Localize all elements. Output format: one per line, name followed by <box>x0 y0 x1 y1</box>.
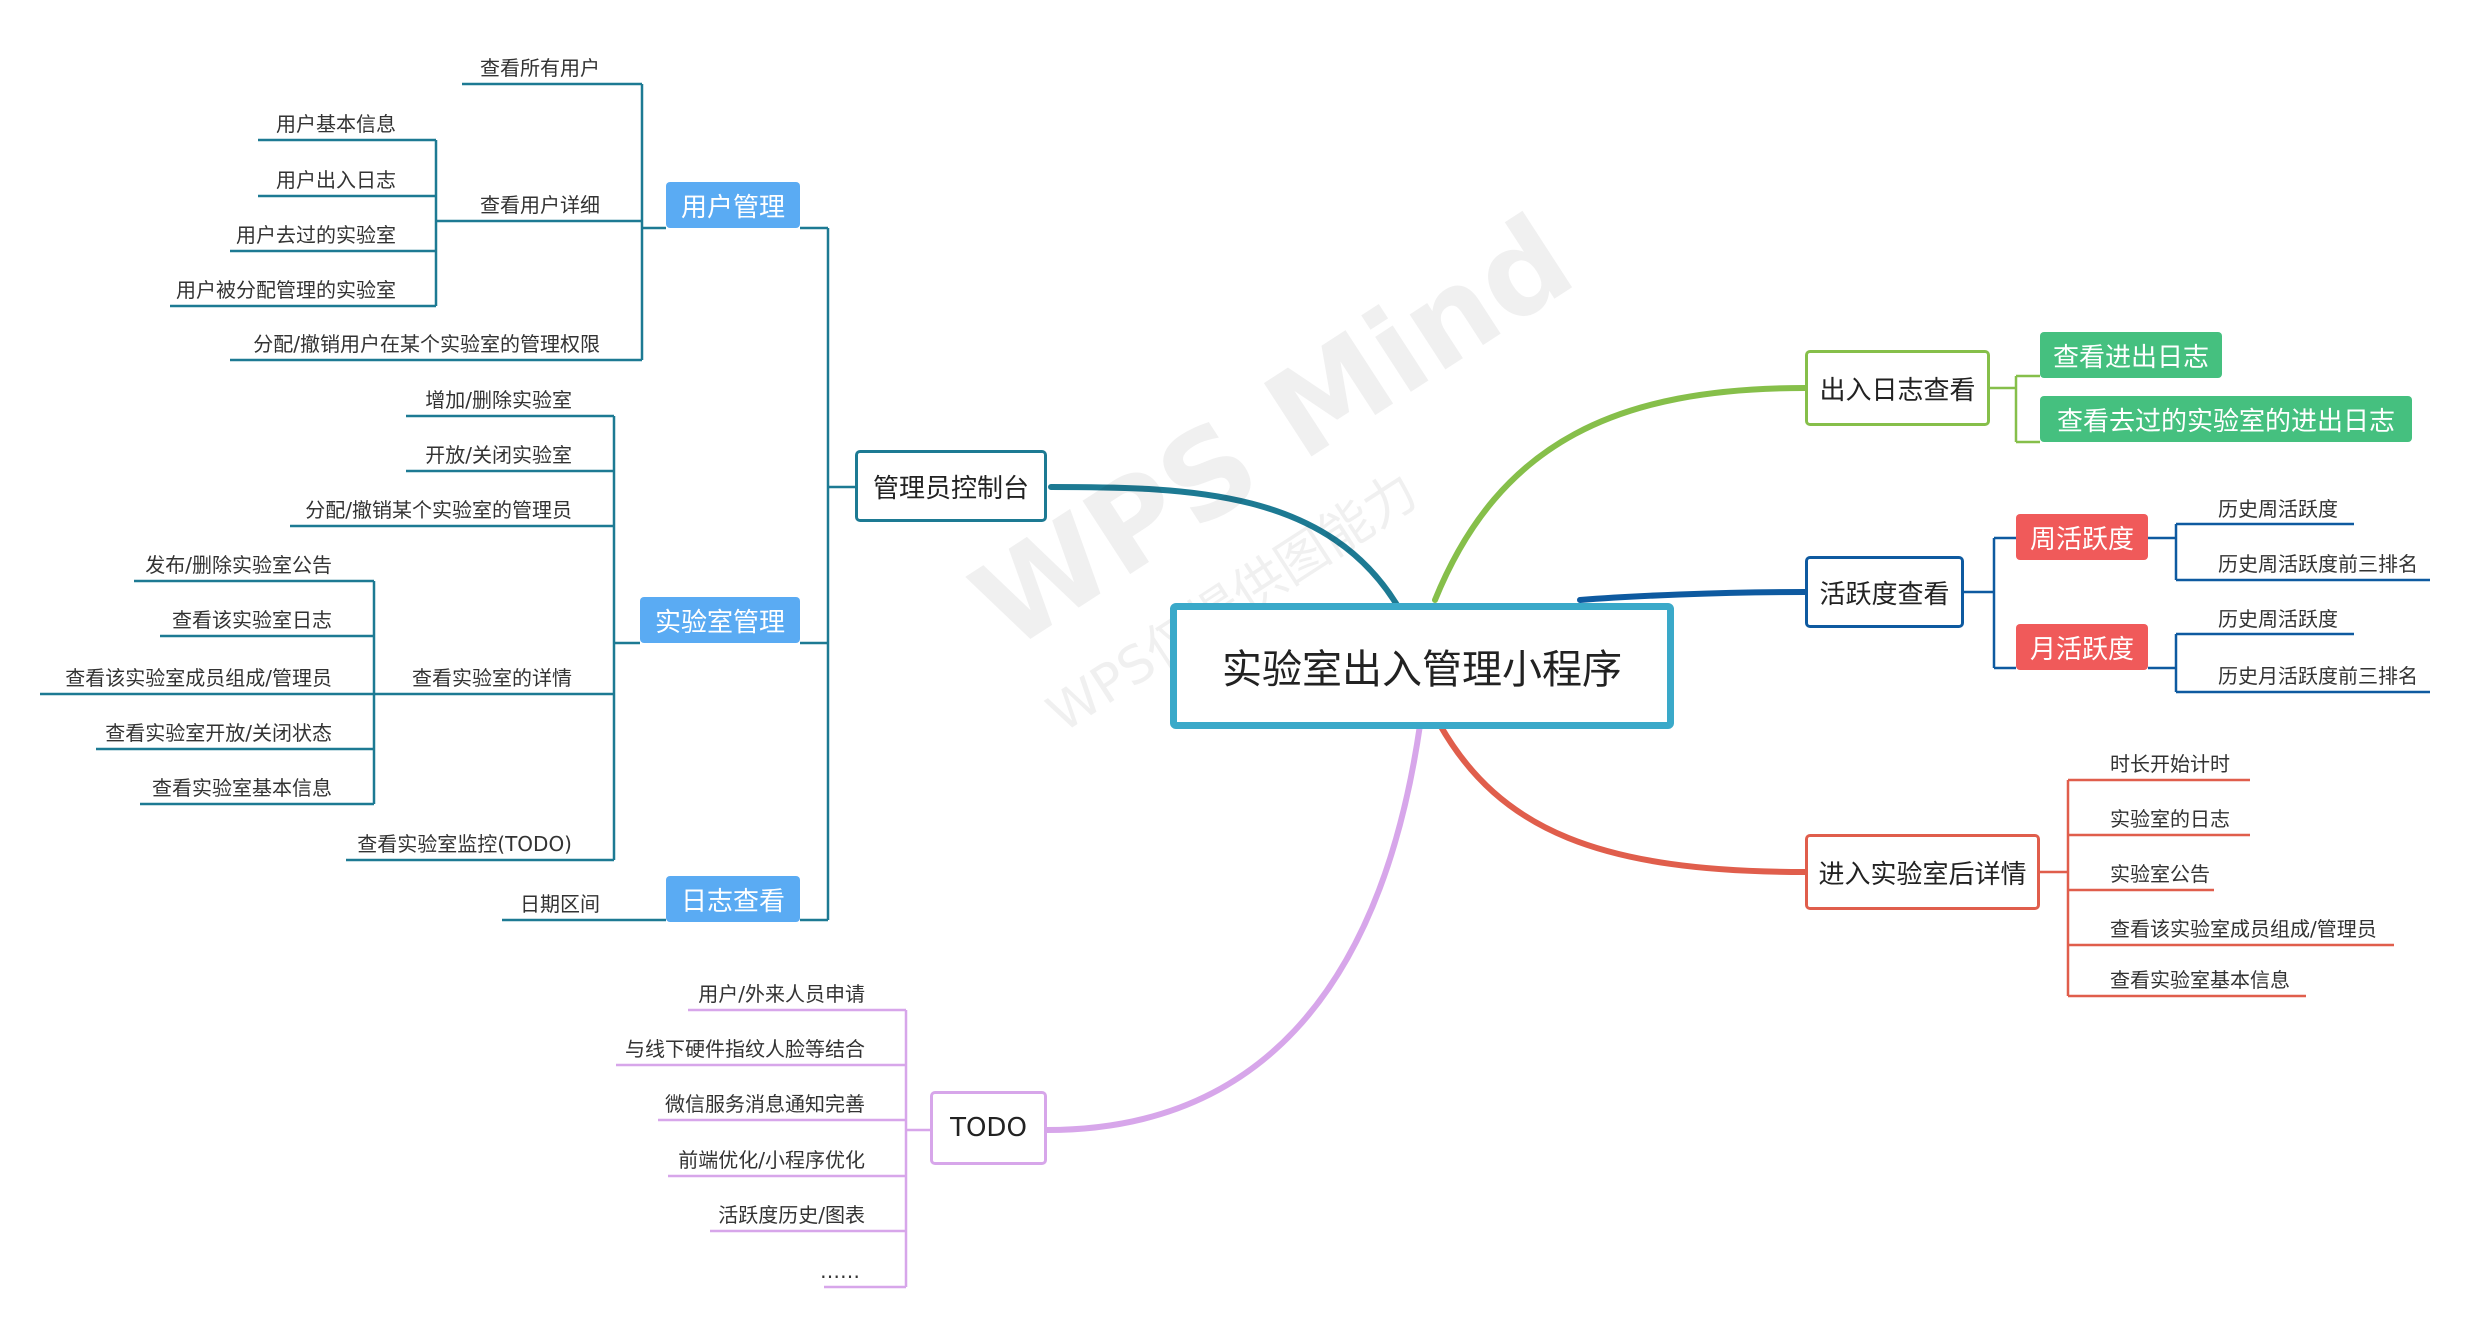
leaf-monthly-top3[interactable]: 历史月活跃度前三排名 <box>2218 664 2418 688</box>
leaf-todo-more[interactable]: …… <box>820 1259 860 1283</box>
leaf-todo-activity-chart[interactable]: 活跃度历史/图表 <box>718 1203 865 1227</box>
leaf-lab-log[interactable]: 实验室的日志 <box>2110 807 2230 831</box>
leaf-view-lab-members[interactable]: 查看该实验室成员组成/管理员 <box>65 666 332 690</box>
node-view-access-log-label: 查看进出日志 <box>2052 342 2209 373</box>
node-activity-view-label: 活跃度查看 <box>1819 579 1950 610</box>
center-node[interactable]: 实验室出入管理小程序 <box>1170 603 1674 729</box>
leaf-todo-wechat-notify[interactable]: 微信服务消息通知完善 <box>665 1092 865 1116</box>
leaf-user-managed-labs[interactable]: 用户被分配管理的实验室 <box>176 278 396 302</box>
leaf-assign-user-permission[interactable]: 分配/撤销用户在某个实验室的管理权限 <box>253 332 600 356</box>
connector-center-activity <box>1577 589 1808 603</box>
node-user-management[interactable]: 用户管理 <box>666 182 800 228</box>
node-admin-log-view[interactable]: 日志查看 <box>666 876 800 922</box>
leaf-timer-start[interactable]: 时长开始计时 <box>2110 752 2230 776</box>
connector-center-todo <box>1044 722 1423 1133</box>
leaf-add-delete-lab[interactable]: 增加/删除实验室 <box>425 388 572 412</box>
node-lab-management[interactable]: 实验室管理 <box>640 597 800 643</box>
node-monthly-activity-label: 月活跃度 <box>2029 634 2134 665</box>
node-todo-label: TODO <box>950 1113 1027 1143</box>
node-activity-view[interactable]: 活跃度查看 <box>1805 556 1964 628</box>
connector-center-log <box>1432 385 1808 603</box>
leaf-lab-members[interactable]: 查看该实验室成员组成/管理员 <box>2110 917 2377 941</box>
leaf-todo-frontend[interactable]: 前端优化/小程序优化 <box>678 1148 865 1172</box>
node-view-access-log[interactable]: 查看进出日志 <box>2040 332 2222 378</box>
node-weekly-activity[interactable]: 周活跃度 <box>2016 514 2148 560</box>
node-view-visited-lab-log-label: 查看去过的实验室的进出日志 <box>2056 406 2395 437</box>
connector-admin <box>1050 489 1385 600</box>
connector-center-admin <box>1048 484 1403 613</box>
leaf-monthly-history[interactable]: 历史周活跃度 <box>2218 607 2338 631</box>
leaf-weekly-top3[interactable]: 历史周活跃度前三排名 <box>2218 552 2418 576</box>
connector-center-detail <box>1437 722 1808 875</box>
leaf-date-range[interactable]: 日期区间 <box>520 892 600 916</box>
leaf-open-close-lab[interactable]: 开放/关闭实验室 <box>425 443 572 467</box>
node-weekly-activity-label: 周活跃度 <box>2029 524 2134 555</box>
node-todo[interactable]: TODO <box>930 1091 1047 1165</box>
node-admin-console[interactable]: 管理员控制台 <box>855 450 1047 522</box>
leaf-view-user-detail[interactable]: 查看用户详细 <box>480 193 600 217</box>
node-lab-management-label: 实验室管理 <box>654 607 785 638</box>
leaf-view-lab-basic-info[interactable]: 查看实验室基本信息 <box>152 776 332 800</box>
leaf-user-visited-labs[interactable]: 用户去过的实验室 <box>236 223 396 247</box>
leaf-lab-basic-info[interactable]: 查看实验室基本信息 <box>2110 968 2290 992</box>
node-admin-console-label: 管理员控制台 <box>872 473 1029 504</box>
node-user-management-label: 用户管理 <box>680 192 785 223</box>
leaf-user-basic-info[interactable]: 用户基本信息 <box>276 112 396 136</box>
leaf-view-all-users[interactable]: 查看所有用户 <box>480 56 600 80</box>
leaf-todo-application[interactable]: 用户/外来人员申请 <box>698 982 865 1006</box>
node-access-log-view-label: 出入日志查看 <box>1819 375 1976 406</box>
center-node-label: 实验室出入管理小程序 <box>1222 647 1622 693</box>
node-lab-entry-detail-label: 进入实验室后详情 <box>1818 859 2027 890</box>
leaf-assign-lab-admin[interactable]: 分配/撤销某个实验室的管理员 <box>305 498 572 522</box>
leaf-view-lab-monitor[interactable]: 查看实验室监控(TODO) <box>357 832 572 856</box>
node-view-visited-lab-log[interactable]: 查看去过的实验室的进出日志 <box>2040 396 2412 442</box>
leaf-user-access-log[interactable]: 用户出入日志 <box>276 168 396 192</box>
leaf-lab-notice[interactable]: 实验室公告 <box>2110 862 2210 886</box>
leaf-weekly-history[interactable]: 历史周活跃度 <box>2218 497 2338 521</box>
node-lab-entry-detail[interactable]: 进入实验室后详情 <box>1805 834 2040 910</box>
node-monthly-activity[interactable]: 月活跃度 <box>2016 624 2148 670</box>
node-access-log-view[interactable]: 出入日志查看 <box>1805 350 1990 426</box>
leaf-todo-hardware[interactable]: 与线下硬件指纹人脸等结合 <box>625 1037 865 1061</box>
leaf-view-lab-status[interactable]: 查看实验室开放/关闭状态 <box>105 721 332 745</box>
leaf-post-lab-notice[interactable]: 发布/删除实验室公告 <box>145 553 332 577</box>
leaf-view-lab-detail[interactable]: 查看实验室的详情 <box>412 666 572 690</box>
node-admin-log-view-label: 日志查看 <box>680 886 785 917</box>
leaf-view-lab-log[interactable]: 查看该实验室日志 <box>172 608 332 632</box>
